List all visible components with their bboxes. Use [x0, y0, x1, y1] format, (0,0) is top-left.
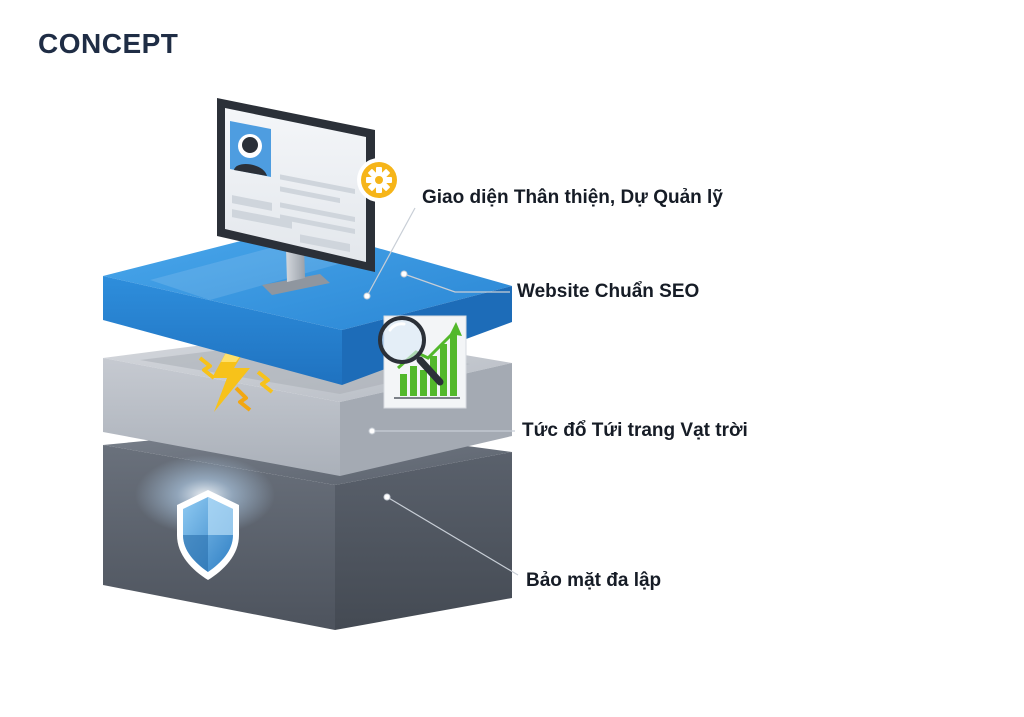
page-title: CONCEPT — [38, 28, 179, 59]
label-speed: Tức đổ Tứi trang Vạt trời — [522, 420, 748, 441]
label-security: Bảo mặt đa lập — [526, 570, 662, 591]
label-seo: Website Chuẩn SEO — [517, 281, 700, 302]
magnifier-chart-icon — [378, 315, 467, 409]
monitor-icon — [217, 98, 375, 295]
gear-icon — [357, 158, 401, 202]
leader-line-speed — [368, 427, 515, 435]
profile-avatar-icon — [230, 121, 271, 177]
label-interface: Giao diện Thân thiện, Dự Quản lỹ — [422, 187, 723, 208]
leader-line-seo — [400, 270, 510, 293]
leader-line-interface — [363, 207, 416, 300]
shield-icon — [177, 490, 239, 580]
leader-line-security — [383, 493, 519, 576]
